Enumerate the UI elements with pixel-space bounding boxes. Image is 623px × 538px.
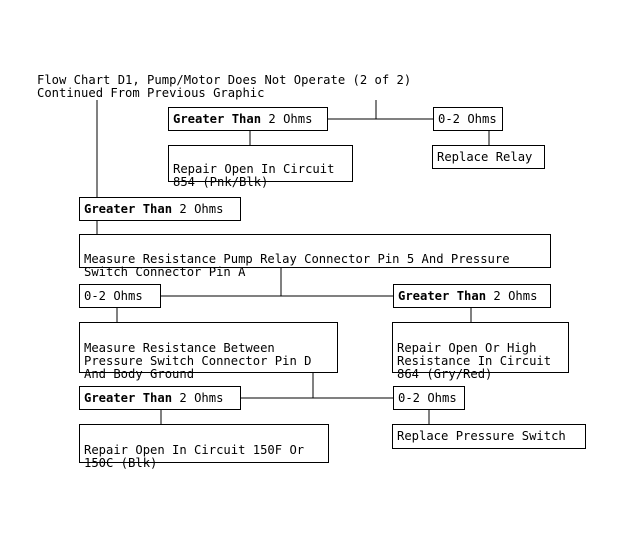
title-line-2: Continued From Previous Graphic [37,86,265,100]
node-label-bold: Greater Than [398,288,487,303]
node-0-2-ohms-mid: 0-2 Ohms [79,284,161,308]
node-greater-than-2-ohms-bottom: Greater Than 2 Ohms [79,386,241,410]
node-greater-than-2-ohms-mid: Greater Than 2 Ohms [393,284,551,308]
node-label: Replace Relay [437,149,533,164]
node-replace-relay: Replace Relay [432,145,545,169]
node-measure-resistance-pin-d: Measure Resistance Between Pressure Swit… [79,322,338,381]
node-0-2-ohms-bottom: 0-2 Ohms [393,386,465,410]
title-line-1: Flow Chart D1, Pump/Motor Does Not Opera… [37,73,412,87]
node-0-2-ohms-top: 0-2 Ohms [433,107,503,131]
node-measure-resistance-pin-5: Measure Resistance Pump Relay Connector … [79,234,551,279]
node-label: Replace Pressure Switch [397,429,566,443]
node-label: Repair Open In Circuit 150F Or 150C (Blk… [84,443,305,470]
node-label-rest: 2 Ohms [261,111,313,126]
node-label: Measure Resistance Between Pressure Swit… [84,341,312,381]
node-label-bold: Greater Than [84,390,173,405]
flow-chart-title: Flow Chart D1, Pump/Motor Does Not Opera… [37,74,411,100]
node-label: Measure Resistance Pump Relay Connector … [84,252,510,279]
node-label: Repair Open Or High Resistance In Circui… [397,341,552,381]
node-label: 0-2 Ohms [84,288,143,303]
node-label-bold: Greater Than [173,111,262,126]
node-label-rest: 2 Ohms [486,288,538,303]
node-repair-circuit-864: Repair Open Or High Resistance In Circui… [392,322,569,381]
node-greater-than-2-ohms-second: Greater Than 2 Ohms [79,197,241,221]
node-repair-circuit-150f: Repair Open In Circuit 150F Or 150C (Blk… [79,424,329,470]
node-label: 0-2 Ohms [398,390,457,405]
node-label: 0-2 Ohms [438,111,497,126]
node-replace-pressure-switch: Replace Pressure Switch [392,424,586,449]
node-label-rest: 2 Ohms [172,201,224,216]
node-label-bold: Greater Than [84,201,173,216]
node-repair-circuit-854: Repair Open In Circuit 854 (Pnk/Blk) [168,145,353,189]
node-label: Repair Open In Circuit 854 (Pnk/Blk) [173,162,335,189]
node-label-rest: 2 Ohms [172,390,224,405]
node-greater-than-2-ohms-top: Greater Than 2 Ohms [168,107,328,131]
